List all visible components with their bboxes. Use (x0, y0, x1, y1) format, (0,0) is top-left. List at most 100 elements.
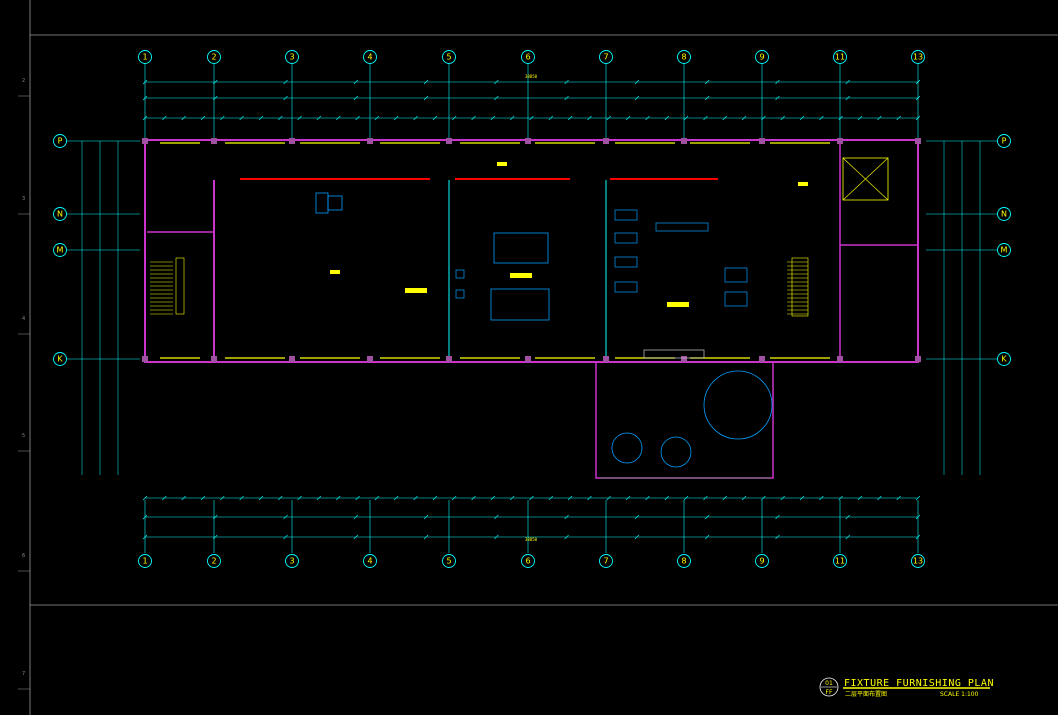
dimension-tick (548, 495, 554, 501)
dimension-tick (761, 495, 766, 501)
row-bubble-circle (53, 207, 67, 221)
dimension-tick (413, 115, 418, 121)
dimension-tick (845, 95, 850, 101)
axis-bubble-circle (599, 50, 613, 64)
dimension-tick (297, 115, 302, 121)
counter (643, 349, 705, 359)
structural-column (525, 138, 531, 144)
dimension-tick (915, 534, 921, 540)
dimension-tick (775, 95, 780, 101)
row-bubble-circle (997, 134, 1011, 148)
elevator-shaft (842, 157, 889, 201)
dimension-tick (494, 79, 499, 85)
dimension-tick (857, 495, 863, 501)
axis-bubble-circle (911, 554, 925, 568)
gym-bench (614, 209, 638, 221)
row-bubble-label: N (57, 210, 63, 219)
dimension-tick (845, 79, 850, 85)
axis-bubble-label: 8 (681, 557, 686, 566)
dimension-tick (845, 514, 850, 520)
dimension-tick (336, 115, 341, 121)
axis-bubble: 3 (285, 554, 299, 568)
gym-bench (614, 232, 638, 244)
axis-bubble-circle (521, 50, 535, 64)
axis-bubble: 9 (755, 554, 769, 568)
dimension-tick (780, 495, 785, 501)
dimension-tick (239, 495, 244, 501)
dimension-tick (374, 495, 380, 501)
axis-bubble-circle (833, 50, 847, 64)
axis-bubble-label: 5 (446, 53, 451, 62)
dimension-tick (283, 534, 288, 540)
row-bubble-label: K (1001, 355, 1007, 364)
axis-bubble-label: 11 (835, 53, 845, 62)
dimension-tick (877, 495, 882, 501)
axis-bubble: 11 (833, 50, 847, 64)
structural-column (289, 356, 295, 362)
axis-bubble: 7 (599, 50, 613, 64)
dimension-tick (775, 534, 780, 540)
dimension-tick (799, 495, 805, 501)
structural-column (211, 356, 217, 362)
axis-bubble: 11 (833, 554, 847, 568)
row-bubble-circle (53, 352, 67, 366)
dimension-tick (896, 115, 901, 121)
dimension-tick (213, 79, 218, 85)
dimension-tick (634, 95, 640, 101)
row-bubble-circle (53, 243, 67, 257)
dimension-tick (451, 495, 457, 501)
dimension-tick (587, 115, 592, 121)
dimension-tick (353, 95, 359, 101)
room-label-marker (667, 302, 689, 307)
axis-bubble-circle (442, 554, 456, 568)
patio-table (660, 436, 692, 468)
dimension-tick (142, 514, 148, 520)
dimension-tick (142, 79, 148, 85)
dimension-tick (741, 495, 747, 501)
dimension-tick (625, 115, 631, 121)
axis-bubble-label: 3 (289, 53, 294, 62)
dimension-tick (877, 115, 882, 121)
axis-bubble-circle (285, 50, 299, 64)
dimension-tick (142, 115, 148, 121)
dimension-tick (239, 115, 244, 121)
pool-table (490, 288, 550, 321)
dimension-tick (423, 95, 429, 101)
axis-bubble: 4 (363, 50, 377, 64)
dimension-tick (394, 495, 399, 501)
margin-number: 6 (22, 553, 25, 559)
axis-bubble-circle (755, 50, 769, 64)
label-marker (497, 162, 507, 166)
dimension-tick (761, 115, 766, 121)
dimension-tick (509, 495, 515, 501)
structural-column (603, 138, 609, 144)
dimension-tick (915, 514, 921, 520)
axis-bubble-label: 1 (142, 557, 147, 566)
patio-table (611, 432, 643, 464)
badge-bottom-text: FF (826, 689, 833, 696)
dimension-tick (142, 495, 148, 501)
chair (455, 289, 465, 299)
dimension-tick (336, 495, 341, 501)
dimension-tick (722, 495, 727, 501)
dimension-tick (283, 95, 288, 101)
dimension-tick (213, 514, 218, 520)
axis-bubble-circle (138, 554, 152, 568)
axis-bubble-circle (677, 50, 691, 64)
row-axis-bubble: P (53, 134, 67, 148)
row-bubble-label: P (58, 137, 63, 146)
stair-well (175, 257, 185, 315)
row-bubble-circle (997, 352, 1011, 366)
axis-bubble-label: 13 (913, 53, 923, 62)
dimension-tick (494, 95, 499, 101)
axis-bubble: 13 (911, 50, 925, 64)
row-bubble-circle (997, 243, 1011, 257)
dimension-tick (799, 115, 805, 121)
label-marker (330, 270, 340, 274)
dimension-tick (278, 495, 283, 501)
dimension-tick (432, 495, 438, 501)
dimension-tick (564, 534, 569, 540)
overall-dimension-label: 38850 (525, 537, 538, 542)
dimension-tick (775, 514, 780, 520)
